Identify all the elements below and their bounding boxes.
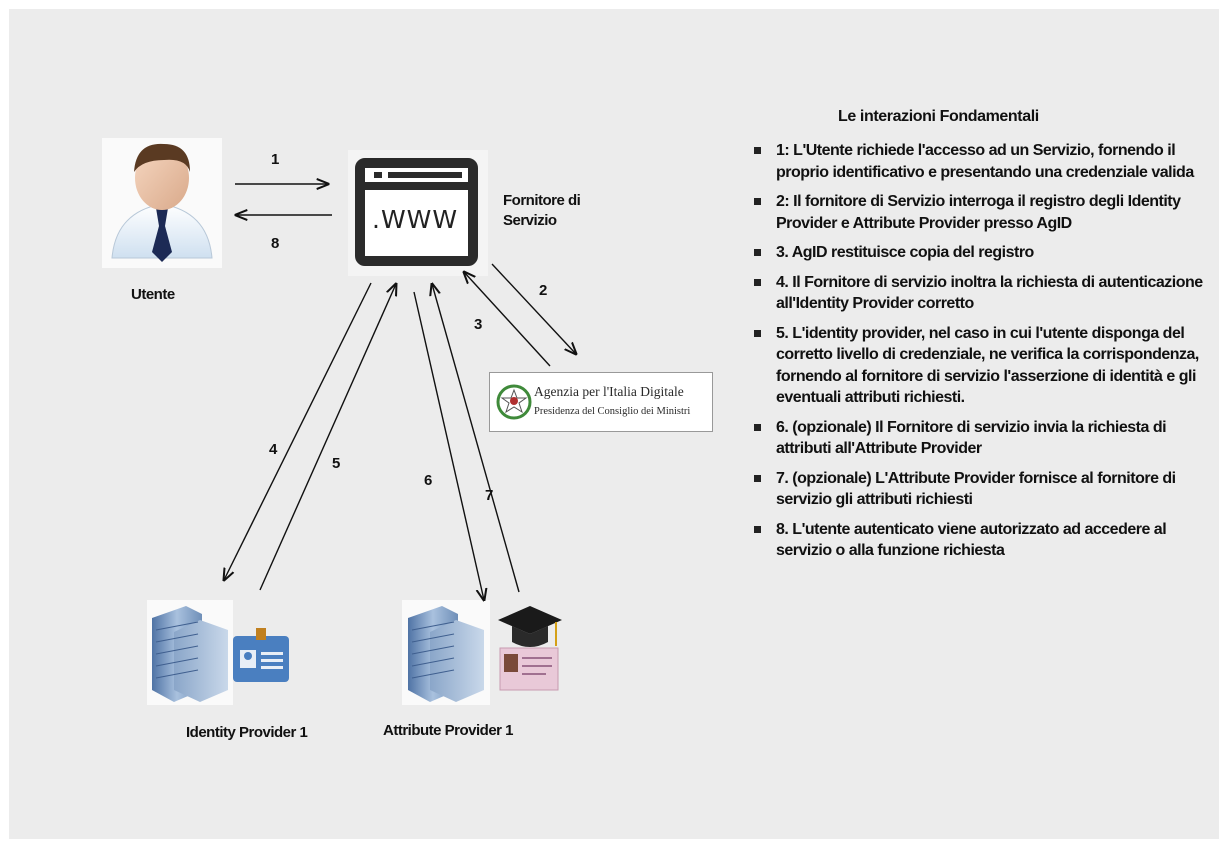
- step-number-7: 7: [485, 487, 494, 504]
- interaction-text: 2: Il fornitore di Servizio interroga il…: [776, 193, 1181, 232]
- arrow-step-2: [491, 263, 576, 354]
- website-text: .WWW: [372, 205, 459, 234]
- bullet-icon: [754, 423, 761, 431]
- attribute-provider-label: Attribute Provider 1: [383, 722, 514, 739]
- identity-provider-label: Identity Provider 1: [186, 724, 308, 741]
- republic-emblem-icon: [496, 384, 532, 420]
- arrow-step-7: [432, 284, 520, 593]
- interaction-item: 4. Il Fornitore di servizio inoltra la r…: [752, 272, 1212, 315]
- interaction-item: 2: Il fornitore di Servizio interroga il…: [752, 191, 1212, 234]
- bullet-icon: [754, 249, 761, 256]
- interaction-text: 4. Il Fornitore di servizio inoltra la r…: [776, 273, 1203, 313]
- bullet-icon: [754, 474, 761, 482]
- interaction-item: 1: L'Utente richiede l'accesso ad un Ser…: [752, 140, 1212, 183]
- interaction-item: 8. L'utente autenticato viene autorizzat…: [752, 519, 1212, 562]
- agid-logo-line2: Presidenza del Consiglio dei Ministri: [534, 406, 691, 417]
- step-number-6: 6: [424, 472, 433, 489]
- interaction-item: 5. L'identity provider, nel caso in cui …: [752, 323, 1212, 409]
- arrow-step-5: [259, 284, 396, 591]
- arrow-step-3: [464, 272, 551, 367]
- id-card-icon: [233, 628, 289, 682]
- interaction-item: 6. (opzionale) Il Fornitore di servizio …: [752, 417, 1212, 460]
- bullet-icon: [754, 147, 761, 154]
- user-icon: [102, 138, 222, 268]
- interaction-text: 1: L'Utente richiede l'accesso ad un Ser…: [776, 142, 1194, 181]
- bullet-icon: [754, 198, 761, 205]
- interactions-title: Le interazioni Fondamentali: [838, 108, 1039, 125]
- interactions-list: 1: L'Utente richiede l'accesso ad un Ser…: [752, 140, 1212, 570]
- service-provider-label-line2: Servizio: [503, 212, 557, 229]
- agid-logo: Agenzia per l'Italia Digitale Presidenza…: [489, 372, 713, 432]
- interaction-text: 3. AgID restituisce copia del registro: [776, 244, 1034, 261]
- bullet-icon: [754, 329, 761, 337]
- graduation-cap-icon: [498, 606, 562, 647]
- identity-provider-building-icon: [147, 600, 233, 705]
- step-number-4: 4: [269, 441, 278, 458]
- interaction-text: 7. (opzionale) L'Attribute Provider forn…: [776, 469, 1176, 509]
- bullet-icon: [754, 278, 761, 286]
- service-provider-label: Fornitore di Servizio: [503, 191, 581, 231]
- document-card-icon: [499, 647, 559, 691]
- agid-logo-line1: Agenzia per l'Italia Digitale: [534, 384, 684, 399]
- step-number-5: 5: [332, 455, 341, 472]
- interaction-item: 7. (opzionale) L'Attribute Provider forn…: [752, 468, 1212, 511]
- step-number-2: 2: [539, 282, 548, 299]
- user-label: Utente: [131, 286, 175, 303]
- step-number-1: 1: [271, 151, 280, 168]
- arrow-step-4: [224, 282, 372, 580]
- interaction-text: 8. L'utente autenticato viene autorizzat…: [776, 520, 1167, 560]
- service-provider-label-line1: Fornitore di: [503, 192, 581, 209]
- interaction-item: 3. AgID restituisce copia del registro: [752, 242, 1212, 264]
- bullet-icon: [754, 525, 761, 533]
- step-number-3: 3: [474, 316, 483, 333]
- interaction-text: 6. (opzionale) Il Fornitore di servizio …: [776, 418, 1167, 458]
- interaction-text: 5. L'identity provider, nel caso in cui …: [776, 324, 1199, 407]
- arrow-step-6: [413, 291, 484, 600]
- website-window-icon: [348, 150, 488, 276]
- step-number-8: 8: [271, 235, 280, 252]
- attribute-provider-building-icon: [402, 600, 490, 705]
